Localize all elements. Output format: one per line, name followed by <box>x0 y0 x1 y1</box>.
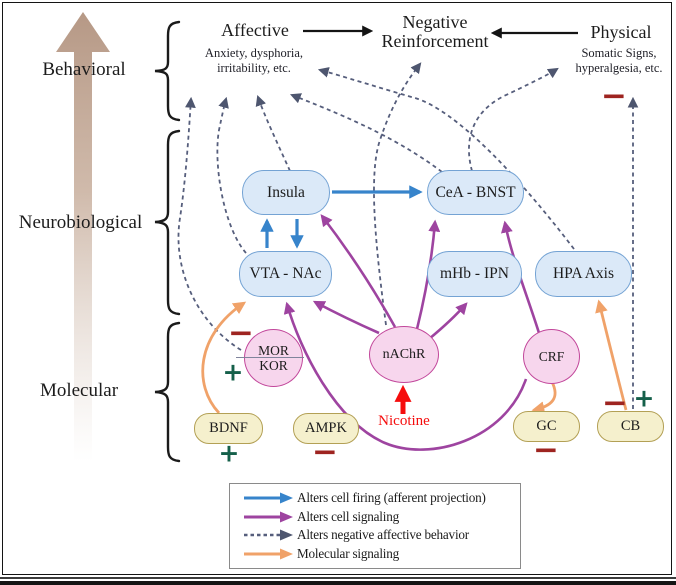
negative-reinforcement-title: Negative Reinforcement <box>370 13 500 51</box>
dashed-vtanac-to-affective <box>216 96 247 254</box>
blue-arrow-icon <box>244 492 293 504</box>
dashed-insula-to-affective <box>255 94 291 172</box>
node-ampk: AMPK <box>293 413 359 444</box>
brace-neurobiological <box>154 129 181 316</box>
minus-sign-physical: − <box>601 78 627 114</box>
affective-subtitle-line1: Anxiety, dysphoria, <box>204 46 304 60</box>
node-insula: Insula <box>242 170 330 215</box>
minus-sign-cb: − <box>602 385 628 421</box>
node-cea-bnst: CeA - BNST <box>427 170 524 215</box>
legend-label-molecular-signaling: Molecular signaling <box>297 546 400 562</box>
mor-label: MOR <box>258 343 289 358</box>
nicotine-label: Nicotine <box>378 413 430 429</box>
node-vta-nac: VTA - NAc <box>239 251 332 297</box>
node-crf: CRF <box>523 329 580 384</box>
physical-subtitle-line2: hyperalgesia, etc. <box>575 60 663 75</box>
purple-nachr-to-mhbipn <box>428 302 468 341</box>
level-label-behavioral: Behavioral <box>42 59 126 80</box>
physical-subtitle: Somatic Signs, hyperalgesia, etc. <box>556 46 676 75</box>
physical-title: Physical <box>590 22 652 42</box>
node-mor-kor: MOR KOR <box>244 329 303 387</box>
legend-row-cell-firing: Alters cell firing (afferent projection) <box>242 490 512 506</box>
orange-arrow-icon <box>244 548 293 560</box>
mor-kor-divider <box>236 357 304 358</box>
bottom-rule-thin <box>0 577 676 579</box>
plus-sign-cb: + <box>633 383 655 413</box>
plus-sign-bdnf: + <box>218 438 240 468</box>
orange-crf-to-gc <box>531 381 557 415</box>
dashed-hpa-to-affective <box>317 67 575 250</box>
dashed-ceabnst-to-physical <box>468 67 559 172</box>
orange-cb-to-hpa <box>595 299 628 411</box>
levels-upward-arrow <box>56 12 110 462</box>
legend-label-negative-affective: Alters negative affective behavior <box>297 527 470 543</box>
node-gc: GC <box>513 411 580 442</box>
orange-bdnf-to-vtanac <box>201 301 247 414</box>
negative-reinforcement-line1: Negative <box>402 12 468 32</box>
node-cb: CB <box>597 411 664 442</box>
legend-label-cell-signaling: Alters cell signaling <box>297 508 400 524</box>
node-bdnf: BDNF <box>194 413 263 444</box>
brace-behavioral <box>154 20 181 122</box>
kor-label: KOR <box>259 358 288 373</box>
affective-subtitle-line2: irritability, etc. <box>217 60 291 75</box>
dashed-nachr-to-reinforcement <box>373 62 422 326</box>
bottom-rule-thick <box>0 581 676 585</box>
level-label-neurobiological: Neurobiological <box>18 212 143 233</box>
dashed-ceabnst-to-affective <box>289 93 443 173</box>
minus-sign-morkor: − <box>228 315 254 351</box>
purple-crf-to-vtanac <box>283 301 528 451</box>
minus-sign-gc: − <box>533 432 559 468</box>
legend-row-cell-signaling: Alters cell signaling <box>242 509 512 525</box>
legend-row-negative-affective: Alters negative affective behavior <box>242 527 512 543</box>
legend-row-molecular-signaling: Molecular signaling <box>242 546 512 562</box>
dashed-morkor-to-affective <box>177 96 242 351</box>
node-mhb-ipn: mHb - IPN <box>427 251 522 297</box>
dashed-arrow-icon <box>244 529 293 541</box>
figure-border <box>2 2 672 575</box>
affective-subtitle: Anxiety, dysphoria, irritability, etc. <box>180 46 328 75</box>
purple-arrow-icon <box>244 511 293 523</box>
node-nachr: nAChR <box>369 326 439 383</box>
minus-sign-ampk: − <box>312 434 338 470</box>
physical-subtitle-line1: Somatic Signs, <box>581 46 657 60</box>
legend-label-cell-firing: Alters cell firing (afferent projection) <box>297 489 486 505</box>
level-label-molecular: Molecular <box>39 380 119 401</box>
node-hpa-axis: HPA Axis <box>535 251 632 297</box>
purple-nachr-to-vtanac <box>312 300 380 335</box>
purple-nachr-to-insula <box>320 214 397 328</box>
negative-reinforcement-line2: Reinforcement <box>381 31 489 51</box>
legend: Alters cell firing (afferent projection)… <box>229 483 521 569</box>
plus-sign-morkor: + <box>222 357 244 387</box>
brace-molecular <box>154 321 181 463</box>
affective-title: Affective <box>221 20 289 40</box>
